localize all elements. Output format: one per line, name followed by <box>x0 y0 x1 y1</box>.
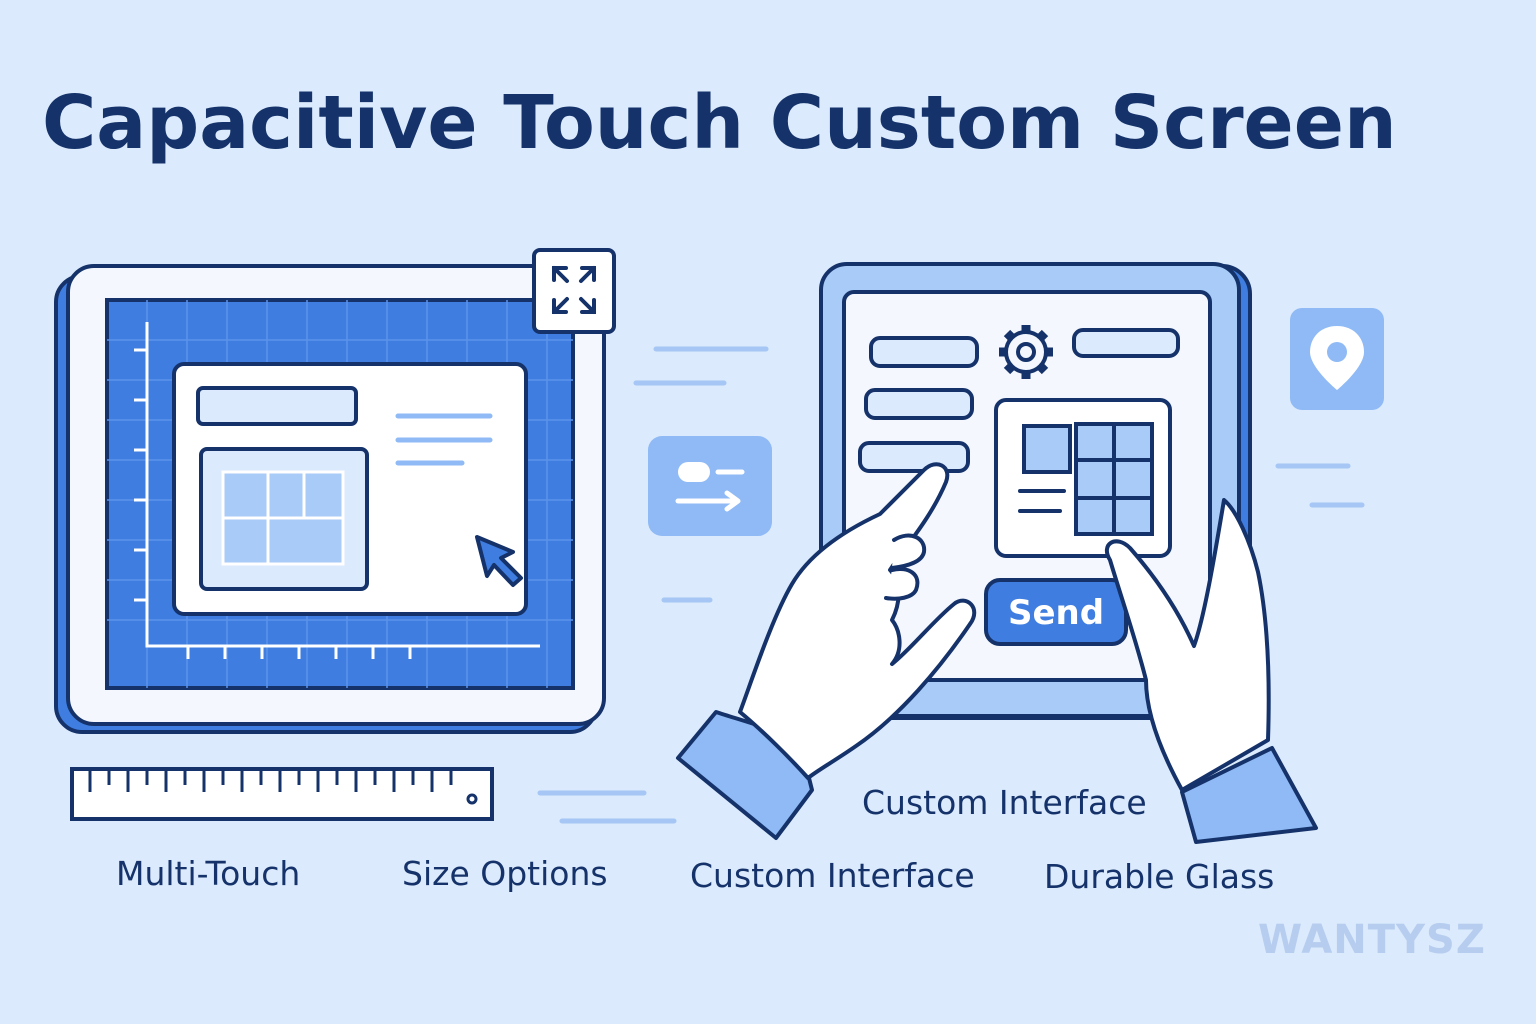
pointing-hand <box>676 462 977 840</box>
caption-custom-interface-bottom: Custom Interface <box>690 856 975 895</box>
caption-durable-glass: Durable Glass <box>1044 857 1275 896</box>
map-pin-icon[interactable] <box>1290 308 1384 410</box>
gear-icon[interactable] <box>999 325 1053 379</box>
page-title: Capacitive Touch Custom Screen <box>42 80 1397 166</box>
cursor-arrow-icon <box>475 535 523 587</box>
ruler-icon <box>70 767 494 821</box>
left-monitor <box>54 264 606 734</box>
sliders-toggle-icon[interactable] <box>648 436 772 536</box>
expand-arrows-icon[interactable] <box>532 248 616 334</box>
holding-hand <box>1104 498 1318 844</box>
caption-size-options: Size Options <box>402 854 608 893</box>
caption-multi-touch: Multi-Touch <box>116 854 301 893</box>
watermark: WANTYSZ <box>1258 917 1486 963</box>
caption-custom-interface-top: Custom Interface <box>862 783 1147 822</box>
send-button-label[interactable]: Send <box>1007 593 1105 633</box>
decorative-dashes <box>537 346 1365 824</box>
